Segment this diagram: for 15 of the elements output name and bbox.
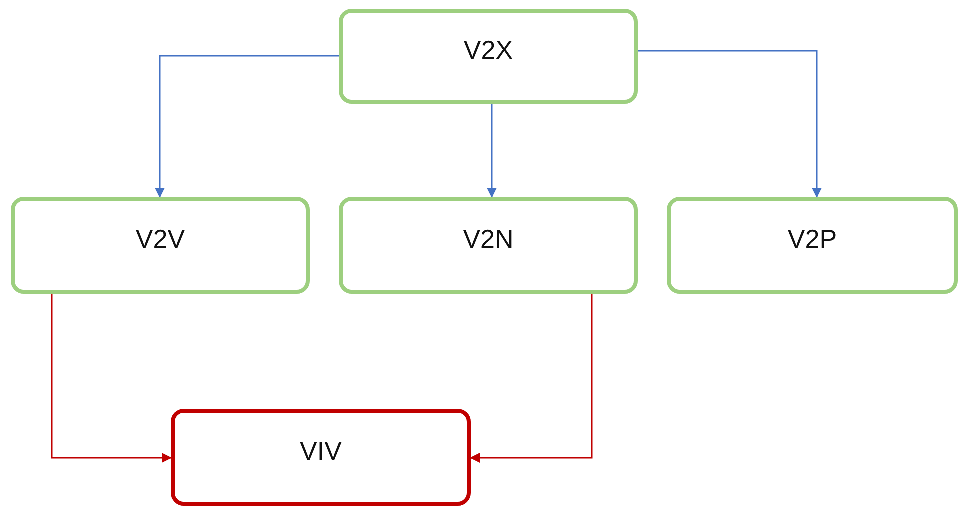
arrow <box>638 50 822 198</box>
box-label: V2V <box>136 224 186 255</box>
box-label: V2N <box>463 224 514 255</box>
process-box <box>339 197 638 294</box>
process-box <box>667 197 958 294</box>
process-box <box>171 409 471 506</box>
arrow <box>155 55 339 198</box>
box-label: VIV <box>300 436 342 467</box>
process-box <box>11 197 310 294</box>
arrow <box>470 294 593 463</box>
arrow <box>487 104 497 198</box>
process-box <box>339 9 638 104</box>
arrow <box>51 294 172 463</box>
box-label: V2X <box>464 35 514 66</box>
box-label: V2P <box>788 224 838 255</box>
